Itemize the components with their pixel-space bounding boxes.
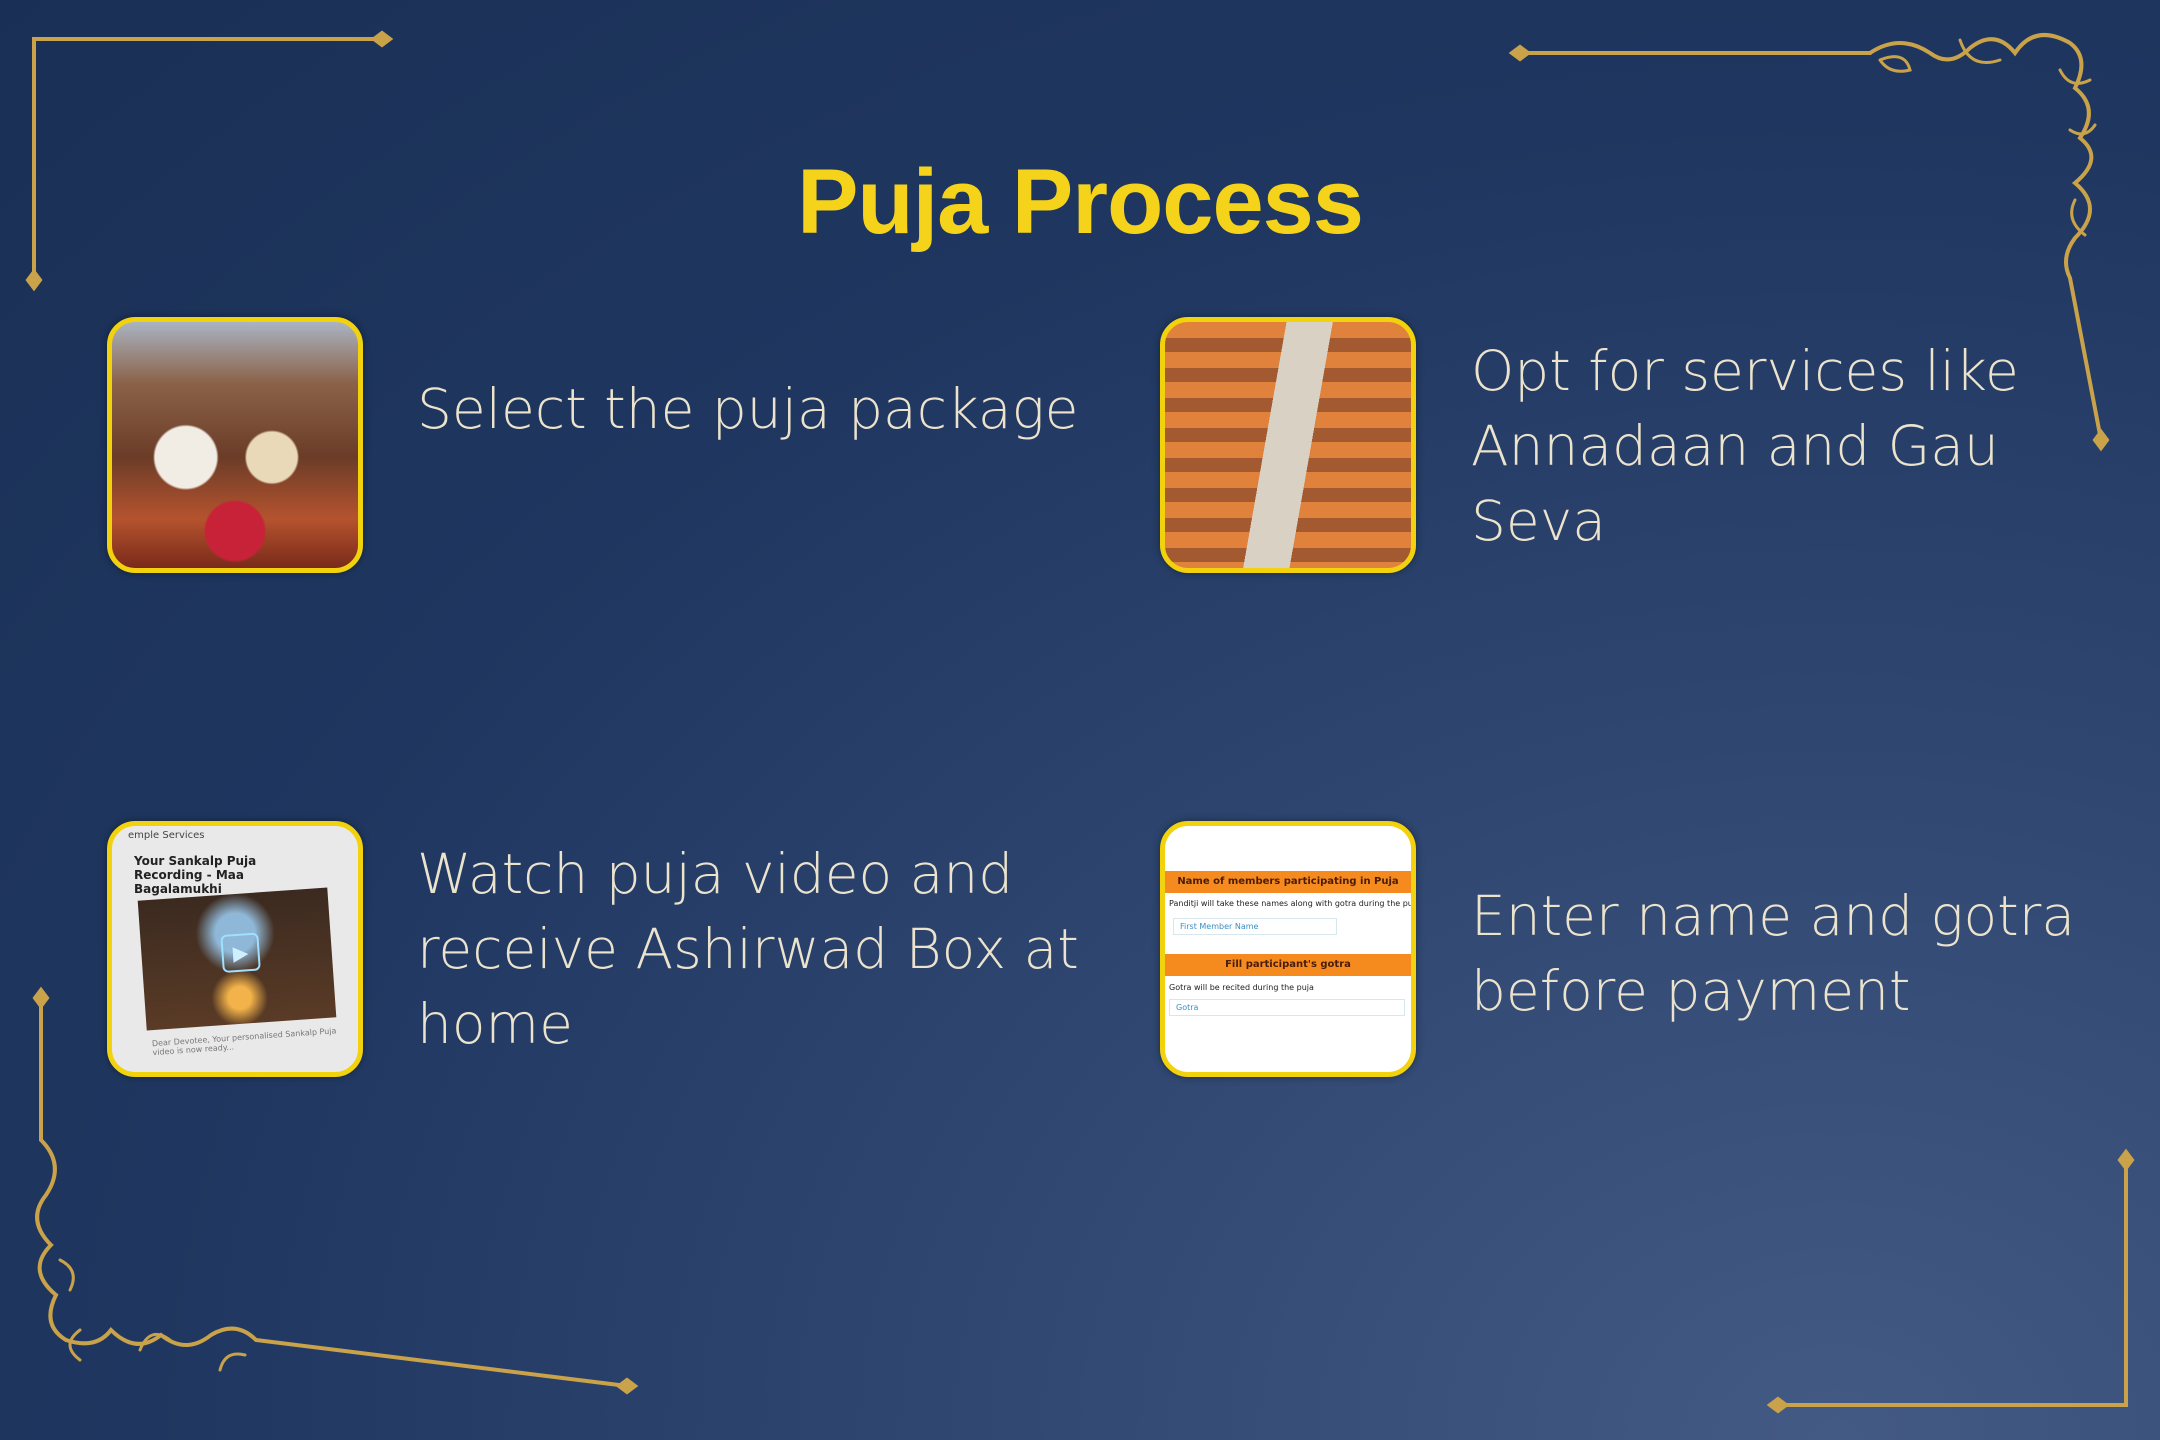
frame-corner-bottom-right xyxy=(1766,1148,2135,1414)
member-name-input: First Member Name xyxy=(1173,918,1337,935)
form-section-gotra: Fill participant's gotra xyxy=(1165,954,1411,976)
gotra-input: Gotra xyxy=(1169,999,1405,1016)
form-section-members: Name of members participating in Puja xyxy=(1165,871,1411,893)
annadaan-image xyxy=(1160,317,1416,573)
form-note-gotra: Gotra will be recited during the puja xyxy=(1169,983,1314,992)
screenshot-heading: Your Sankalp Puja Recording - Maa Bagala… xyxy=(134,854,257,896)
puja-ceremony-image xyxy=(107,317,363,573)
step-services-text: Opt for services like Annadaan and Gau S… xyxy=(1471,339,2019,553)
video-recording-image: emple Services Your Sankalp Puja Recordi… xyxy=(107,821,363,1077)
step-select-package-text: Select the puja package xyxy=(417,377,1079,441)
screenshot-footer: Dear Devotee, Your personalised Sankalp … xyxy=(151,1026,337,1058)
step-enter-gotra-text: Enter name and gotra before payment xyxy=(1471,884,2076,1023)
screenshot-header: emple Services xyxy=(128,830,205,841)
form-image: Name of members participating in Puja Pa… xyxy=(1160,821,1416,1077)
step-watch-video-text: Watch puja video and receive Ashirwad Bo… xyxy=(417,842,1079,1056)
play-icon: ▶ xyxy=(220,932,261,974)
video-thumbnail: ▶ xyxy=(137,887,337,1031)
page-title: Puja Process xyxy=(797,151,1364,253)
form-note-members: Panditji will take these names along wit… xyxy=(1169,899,1416,908)
